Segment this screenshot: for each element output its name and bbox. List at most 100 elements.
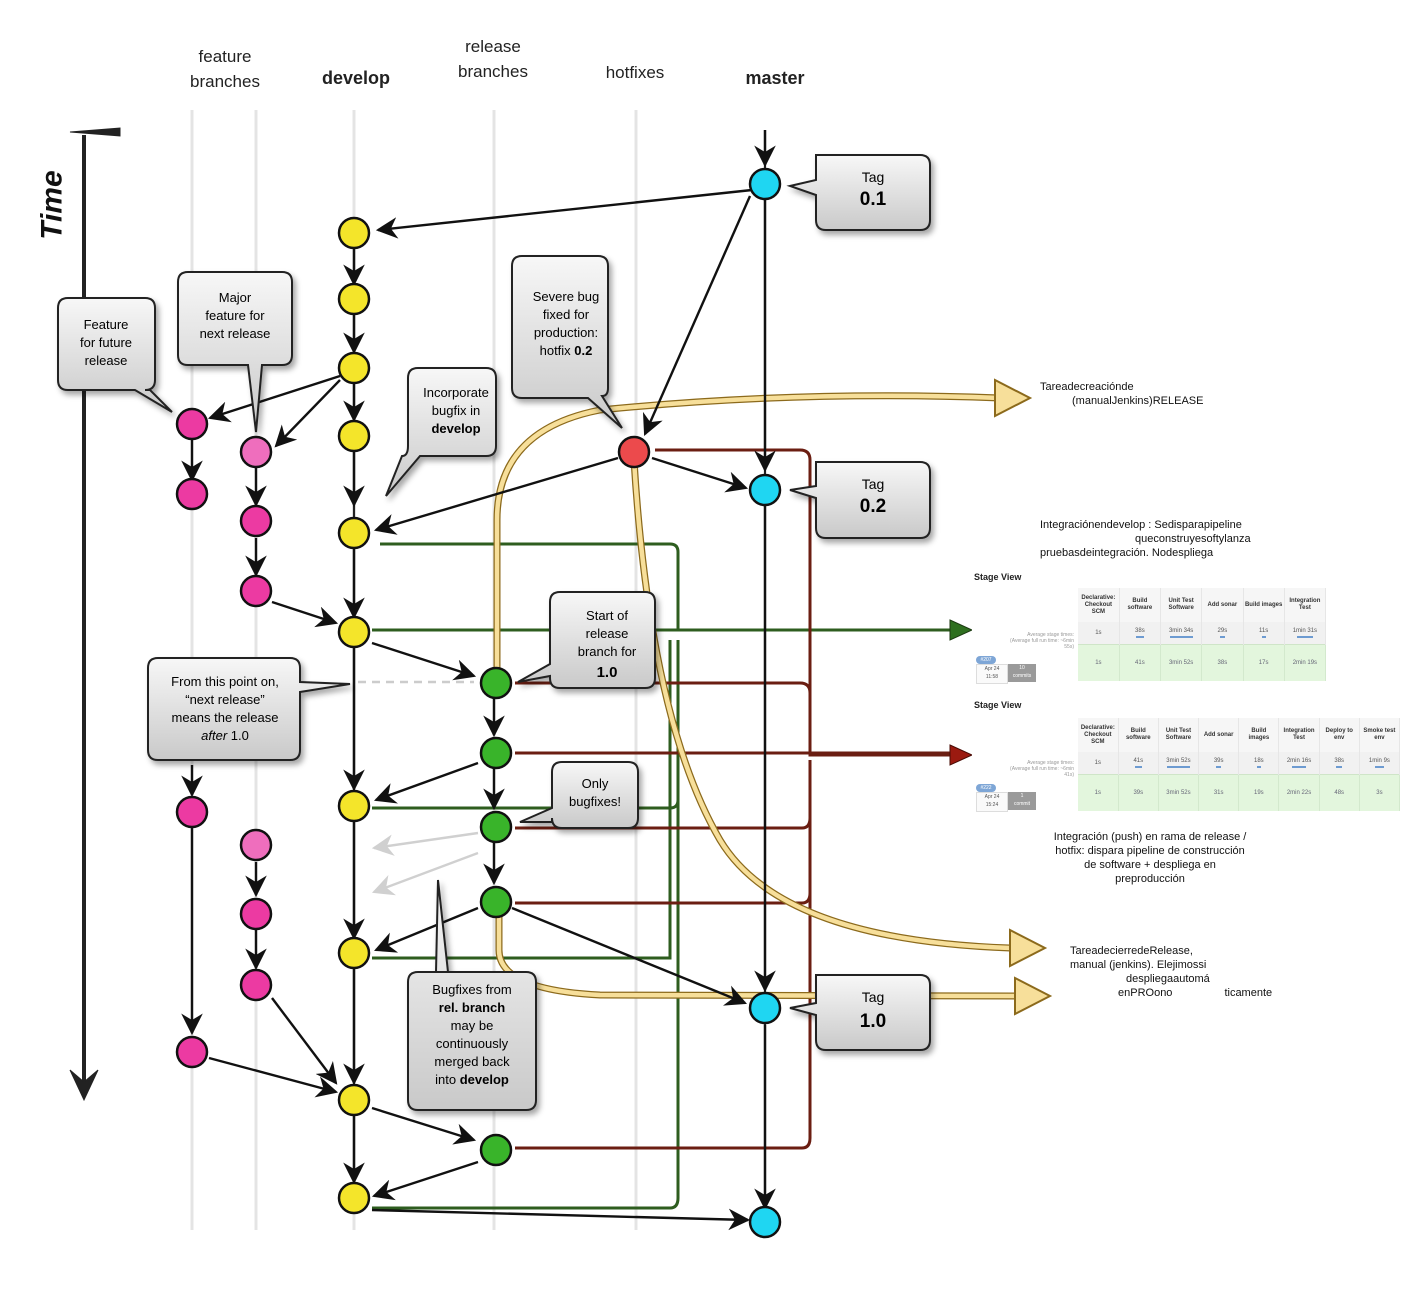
stage-run-cell[interactable]: 1s: [1078, 644, 1120, 681]
callout-tag02: Tag 0.2: [789, 461, 931, 539]
develop-commit-node: [337, 789, 371, 823]
stage-avg-bar: [1134, 766, 1142, 768]
tag10-l2: 1.0: [860, 1011, 886, 1032]
tag01-l2: 0.1: [860, 189, 887, 210]
severe-l2: fixed for: [543, 307, 590, 322]
feature-nodes: [175, 407, 273, 1069]
svg-text:after 1.0: after 1.0: [201, 728, 249, 743]
stage-avg-cell: 38s: [1119, 622, 1162, 645]
feature-commit-node: [239, 897, 273, 931]
stage-view-1-table: Declarative: Checkout SCM Build software…: [1078, 588, 1327, 681]
note-dev-l2: queconstruyesoftylanza: [1135, 533, 1251, 545]
stage-run-cell[interactable]: 31s: [1198, 774, 1240, 811]
pipeline-red-lines: [515, 448, 950, 1150]
stage-view-1-date: Apr 24: [984, 666, 1000, 672]
stage-avg-value: 38s: [1135, 628, 1145, 634]
lane-feature-l1: feature: [198, 47, 252, 66]
lane-header-release: release branches: [438, 34, 548, 84]
stage-view-1-run-row[interactable]: 1s 41s 3min 52s 38s 17s 2min 19s: [1078, 644, 1327, 681]
stage-avg-cell: 1min 31s: [1284, 622, 1327, 645]
stage-avg-bar: [1136, 636, 1144, 638]
note-create-l2: (manualJenkins): [1072, 395, 1153, 407]
incorp-l3: develop: [431, 421, 480, 436]
release-commit-node: [479, 810, 513, 844]
stage-header: Build software: [1119, 588, 1162, 622]
lane-release-l1: release: [465, 37, 521, 56]
develop-commit-node: [337, 419, 371, 453]
stage-avg-cell: 29s: [1201, 622, 1244, 645]
stage-run-cell[interactable]: 3min 52s: [1160, 644, 1203, 681]
develop-commit-node: [337, 615, 371, 649]
stage-avg-value: 1min 31s: [1292, 628, 1318, 634]
stage-run-cell[interactable]: 41s: [1119, 644, 1162, 681]
stage-run-cell[interactable]: 48s: [1319, 774, 1360, 811]
stage-view-2-table: Declarative: Checkout SCM Build software…: [1078, 718, 1401, 811]
hotfix-nodes: [617, 435, 651, 469]
onlybug-l1: Only: [582, 776, 609, 791]
master-commit-node: [748, 167, 782, 201]
stage-header: Build images: [1238, 718, 1280, 752]
stage-run-cell[interactable]: 19s: [1238, 774, 1280, 811]
develop-commit-node: [337, 351, 371, 385]
stage-avg-cell: 18s: [1238, 752, 1280, 775]
incorp-l1: Incorporate: [423, 385, 489, 400]
merge-arrows: [181, 130, 776, 1231]
callout-future: Feature for future release: [57, 297, 173, 413]
bugfixes-l6b: develop: [460, 1072, 509, 1087]
callout-bugfixes: Bugfixes from rel. branch may be continu…: [407, 879, 537, 1111]
stage-avg-bar: [1215, 766, 1222, 768]
stage-run-cell[interactable]: 2min 19s: [1284, 644, 1327, 681]
develop-nodes: [337, 216, 371, 1215]
master-commit-node: [748, 473, 782, 507]
note-rel-l1: Integración (push) en rama de release /: [1053, 831, 1247, 843]
stage-header: Add sonar: [1198, 718, 1240, 752]
develop-commit-node: [337, 1181, 371, 1215]
stage-run-cell[interactable]: 2min 22s: [1278, 774, 1320, 811]
stage-view-1-avg-l1: Average stage times:: [1027, 632, 1074, 638]
stage-view-2-avg-l1: Average stage times:: [1027, 760, 1074, 766]
develop-commit-node: [337, 216, 371, 250]
stage-avg-cell: 1min 9s: [1359, 752, 1401, 775]
note-close-l4: enPROono: [1118, 987, 1173, 999]
hotfix-commit-node: [617, 435, 651, 469]
stage-run-cell[interactable]: 17s: [1243, 644, 1285, 681]
stage-run-cell[interactable]: 3s: [1359, 774, 1401, 811]
stage-view-1-time: 11:58: [985, 674, 999, 680]
callout-major: Major feature for next release: [177, 271, 293, 433]
lane-hotfix-l1: hotfixes: [605, 63, 665, 82]
stage-avg-cell: 1s: [1078, 752, 1119, 775]
stage-view-2-avg-l3: 41s): [1064, 772, 1074, 778]
stage-view-2-commits: 1 commit: [1008, 792, 1036, 810]
stage-avg-value: 11s: [1259, 628, 1269, 634]
stage-run-cell[interactable]: 3min 52s: [1158, 774, 1200, 811]
note-dev-l3: pruebasdeintegración. Nodespliega: [1040, 547, 1214, 559]
startrel-l2: release: [586, 626, 629, 641]
stage-avg-value: 3min 52s: [1166, 758, 1191, 764]
stage-view-2-avg-label: Average stage times: (Average full run t…: [972, 760, 1074, 778]
stage-avg-cell: 1s: [1078, 622, 1120, 645]
green-pipeline-arrowhead: [949, 619, 974, 641]
stage-view-1-avg-l3: 55s): [1064, 644, 1074, 650]
note-release-integration: Integración (push) en rama de release / …: [1040, 830, 1260, 886]
stage-avg-value: 39s: [1213, 758, 1224, 764]
stage-view-2-run-row[interactable]: 1s 39s 3min 52s 31s 19s 2min 22s 48s 3s: [1078, 774, 1401, 811]
time-axis: [69, 127, 121, 1102]
stage-view-1-commits: 10 commits: [1008, 664, 1036, 682]
bugfixes-l2: rel. branch: [439, 1000, 506, 1015]
feature-commit-node: [175, 795, 209, 829]
master-commit-node: [748, 991, 782, 1025]
feature-commit-node: [239, 828, 273, 862]
stage-header: Unit Test Software: [1160, 588, 1203, 622]
note-close-l2: manual (jenkins). Elejimossi: [1070, 959, 1207, 971]
stage-avg-cell: 2min 16s: [1278, 752, 1320, 775]
nextrel-l3: means the release: [172, 710, 279, 725]
note-rel-l2: hotfix: dispara pipeline de construcción: [1055, 845, 1245, 857]
stage-view-1-avg-row: 1s 38s 3min 34s 29s 11s 1min 31s: [1078, 622, 1327, 645]
develop-commit-node: [337, 936, 371, 970]
stage-run-cell[interactable]: 1s: [1078, 774, 1119, 811]
feature-commit-node: [175, 407, 209, 441]
lane-header-develop: develop: [306, 66, 406, 91]
feature-commit-node: [239, 574, 273, 608]
stage-run-cell[interactable]: 39s: [1118, 774, 1159, 811]
stage-run-cell[interactable]: 38s: [1201, 644, 1244, 681]
